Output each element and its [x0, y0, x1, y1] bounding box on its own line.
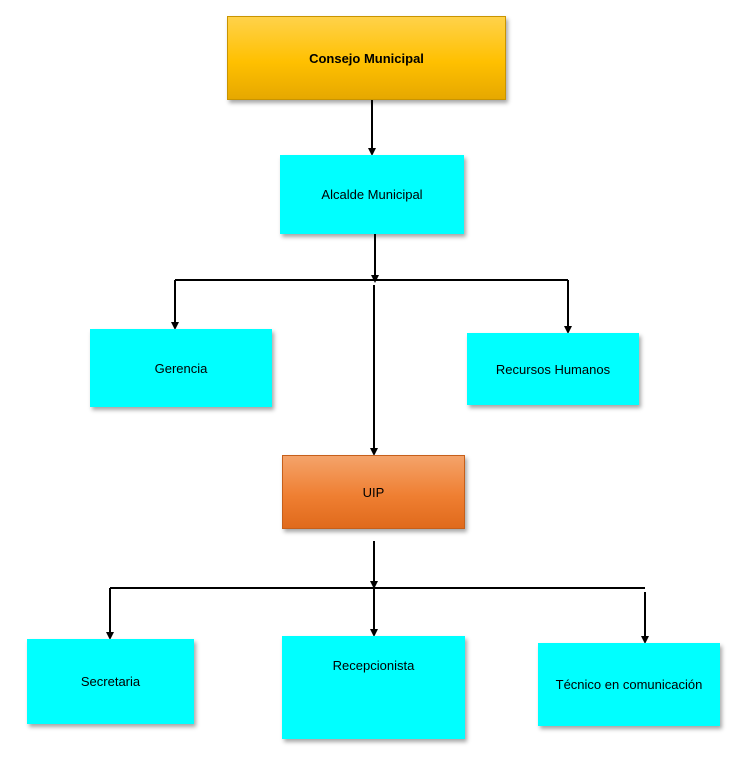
node-alcalde-municipal-label: Alcalde Municipal: [321, 187, 423, 202]
node-recepcionista: Recepcionista: [282, 636, 465, 739]
node-tecnico-en-comunicacion-label: Técnico en comunicación: [555, 677, 703, 692]
node-gerencia: Gerencia: [90, 329, 272, 407]
node-recursos-humanos: Recursos Humanos: [467, 333, 639, 405]
node-recursos-humanos-label: Recursos Humanos: [495, 361, 611, 377]
node-tecnico-en-comunicacion: Técnico en comunicación: [538, 643, 720, 726]
node-secretaria: Secretaria: [27, 639, 194, 724]
node-consejo-municipal: Consejo Municipal: [227, 16, 506, 100]
node-uip: UIP: [282, 455, 465, 529]
node-consejo-municipal-label: Consejo Municipal: [309, 50, 424, 66]
node-alcalde-municipal: Alcalde Municipal: [280, 155, 464, 234]
node-gerencia-label: Gerencia: [154, 360, 208, 376]
node-secretaria-label: Secretaria: [80, 674, 141, 689]
node-recepcionista-label: Recepcionista: [332, 658, 415, 673]
node-uip-label: UIP: [362, 484, 385, 500]
